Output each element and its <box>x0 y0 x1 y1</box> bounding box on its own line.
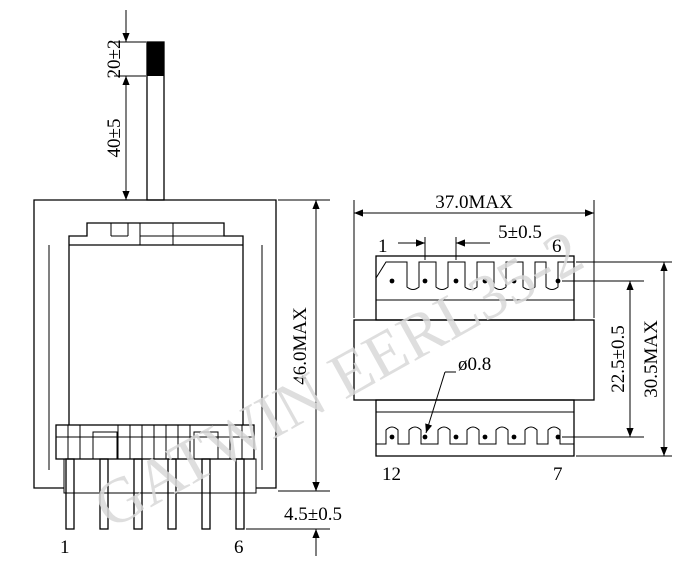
top-pin-holes <box>389 278 561 284</box>
bottom-left-pin-label: 12 <box>382 464 401 485</box>
bottom-view: 37.0MAX 5±0.5 1 6 12 7 ø0.8 22.5±0.5 30.… <box>353 192 672 485</box>
hole-dia-dim: ø0.8 <box>458 354 491 375</box>
top-comb <box>375 261 574 290</box>
bottom-pin-row <box>375 399 575 457</box>
bobbin-flange <box>68 222 244 245</box>
pitch-dim: 5±0.5 <box>498 222 542 243</box>
row-spacing-dim: 22.5±0.5 <box>608 325 629 392</box>
watermark: GATWIN EERL35-2 <box>82 216 594 543</box>
bobbin-body <box>68 244 244 425</box>
pin-length-dim: 4.5±0.5 <box>284 504 342 525</box>
width-dim: 37.0MAX <box>435 192 513 213</box>
bottom-right-pin-label: 7 <box>553 464 563 485</box>
pin-label-1: 1 <box>60 537 70 558</box>
pin-label-6: 6 <box>234 537 244 558</box>
depth-dim: 30.5MAX <box>641 320 662 398</box>
side-view: 20±2 40±5 46.0MAX 4.5±0.5 1 6 <box>33 10 342 558</box>
bottom-comb <box>376 426 574 445</box>
height-dim: 46.0MAX <box>290 307 311 385</box>
top-pin-row <box>375 255 575 321</box>
top-right-pin-label: 6 <box>552 236 562 257</box>
top-left-pin-label: 1 <box>378 236 388 257</box>
lead-length-dim: 40±5 <box>104 119 125 158</box>
bottom-pin-holes <box>389 434 561 440</box>
side-pins <box>65 458 245 530</box>
stripped-wire-end <box>147 42 164 76</box>
header-ribs <box>67 425 243 460</box>
strip-length-dim: 20±2 <box>104 40 125 79</box>
